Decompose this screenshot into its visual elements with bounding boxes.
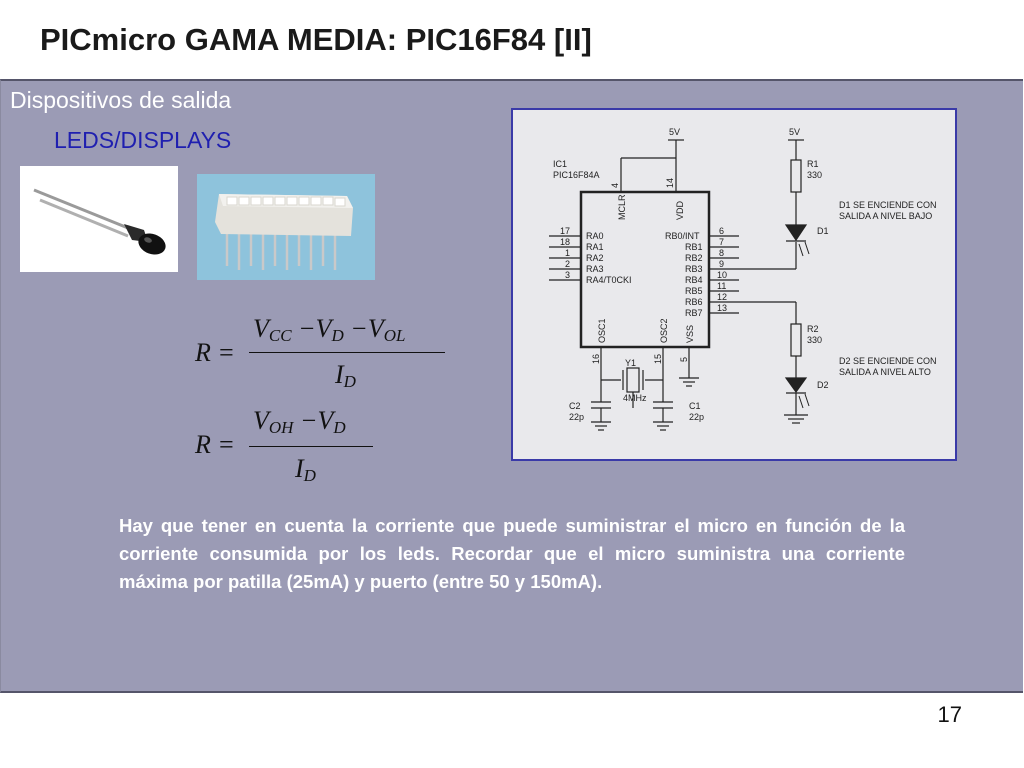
left-pin-name: RA4/T0CKI xyxy=(586,275,632,285)
ic-name-label: IC1 xyxy=(553,159,567,169)
d1-name-label: D1 xyxy=(817,226,829,236)
c1-name-label: C1 xyxy=(689,401,701,411)
c1-value-label: 22p xyxy=(689,412,704,422)
pin-mclr-label: MCLR xyxy=(617,194,627,220)
right-pin-number: 9 xyxy=(719,259,724,269)
formula-numerator: VOH −VD xyxy=(253,406,346,437)
right-pin-name: RB5 xyxy=(685,286,703,296)
pin-osc2-label: OSC2 xyxy=(659,318,669,343)
pin-number-5: 5 xyxy=(679,357,689,362)
right-pin-name: RB2 xyxy=(685,253,703,263)
left-pin-name: RA3 xyxy=(586,264,604,274)
formula-lhs: R = xyxy=(195,430,235,459)
right-pin-number: 6 xyxy=(719,226,724,236)
right-pin-number: 10 xyxy=(717,270,727,280)
pin-number-15: 15 xyxy=(653,354,663,364)
pin-osc1-label: OSC1 xyxy=(597,318,607,343)
left-pin-name: RA1 xyxy=(586,242,604,252)
right-pin-number: 8 xyxy=(719,248,724,258)
left-pin-name: RA0 xyxy=(586,231,604,241)
formula-high-level: R = VOH −VD ID xyxy=(195,406,395,496)
formula-low-level: R = VCC −VD −VOL ID xyxy=(195,314,455,404)
slide-title: PICmicro GAMA MEDIA: PIC16F84 [II] xyxy=(40,22,592,57)
right-pin-name: RB1 xyxy=(685,242,703,252)
right-pin-number: 7 xyxy=(719,237,724,247)
c2-value-label: 22p xyxy=(569,412,584,422)
formula-denominator: ID xyxy=(295,454,316,485)
ic-part-label: PIC16F84A xyxy=(553,170,600,180)
left-pin-number: 1 xyxy=(565,248,570,258)
r2-name-label: R2 xyxy=(807,324,819,334)
pin-vdd-label: VDD xyxy=(675,200,685,220)
formula-numerator: VCC −VD −VOL xyxy=(253,314,406,345)
schematic-diagram: IC1 PIC16F84A 5V 5V MCLR VDD 4 14 17 RA0… xyxy=(511,108,957,461)
d1-note-line2: SALIDA A NIVEL BAJO xyxy=(839,211,932,221)
d1-note-line1: D1 SE ENCIENDE CON xyxy=(839,200,937,210)
d2-note-line2: SALIDA A NIVEL ALTO xyxy=(839,367,931,377)
left-pin-number: 3 xyxy=(565,270,570,280)
pin-number-16: 16 xyxy=(591,354,601,364)
y1-value-label: 4MHz xyxy=(623,393,647,403)
fraction-bar xyxy=(249,446,373,447)
right-pin-number: 12 xyxy=(717,292,727,302)
formula-denominator: ID xyxy=(335,360,356,391)
circuit-schematic: IC1 PIC16F84A 5V 5V MCLR VDD 4 14 17 RA0… xyxy=(549,127,937,431)
fraction-bar xyxy=(249,352,445,353)
d2-note-line1: D2 SE ENCIENDE CON xyxy=(839,356,937,366)
led-photo xyxy=(20,166,178,272)
c2-name-label: C2 xyxy=(569,401,581,411)
left-pin-number: 17 xyxy=(560,226,570,236)
page-number: 17 xyxy=(937,702,962,727)
r1-value-label: 330 xyxy=(807,170,822,180)
left-pin-name: RA2 xyxy=(586,253,604,263)
led-bar-display-photo xyxy=(197,174,375,280)
r2-value-label: 330 xyxy=(807,335,822,345)
led-bar-display-image xyxy=(215,194,353,270)
right-pin-number: 13 xyxy=(717,303,727,313)
right-pin-name: RB3 xyxy=(685,264,703,274)
pin-number-4: 4 xyxy=(610,183,620,188)
left-pin-number: 2 xyxy=(565,259,570,269)
vcc-left-label: 5V xyxy=(669,127,680,137)
pin-number-14: 14 xyxy=(665,178,675,188)
vcc-right-label: 5V xyxy=(789,127,800,137)
led-image xyxy=(33,188,166,255)
pin-vss-label: VSS xyxy=(685,325,695,343)
right-pin-name: RB6 xyxy=(685,297,703,307)
right-pin-name: RB0/INT xyxy=(665,231,700,241)
formula-lhs: R = xyxy=(195,338,235,367)
subsection-heading: LEDS/DISPLAYS xyxy=(54,127,232,153)
right-pin-name: RB7 xyxy=(685,308,703,318)
r1-name-label: R1 xyxy=(807,159,819,169)
right-pin-name: RB4 xyxy=(685,275,703,285)
y1-name-label: Y1 xyxy=(625,358,636,368)
right-pin-number: 11 xyxy=(717,281,726,291)
section-heading: Dispositivos de salida xyxy=(10,87,232,113)
explanatory-note: Hay que tener en cuenta la corriente que… xyxy=(119,515,905,592)
left-pin-number: 18 xyxy=(560,237,570,247)
d2-name-label: D2 xyxy=(817,380,829,390)
